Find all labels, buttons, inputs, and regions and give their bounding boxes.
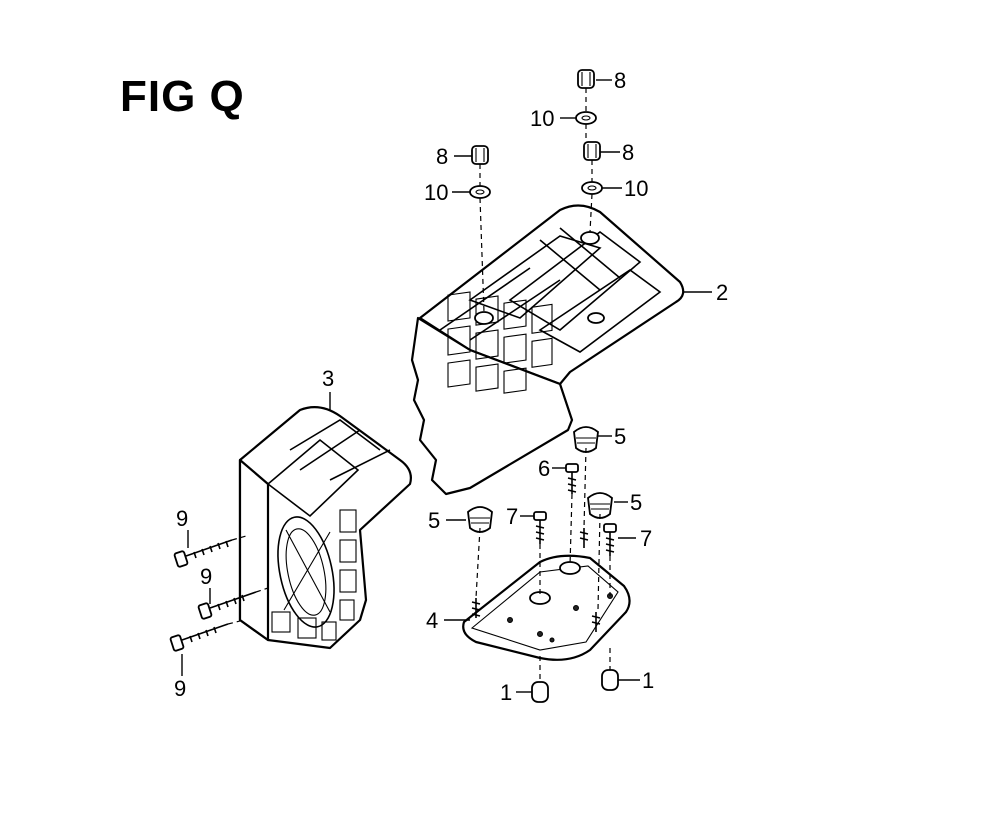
support-block-part-3 (238, 405, 412, 650)
callout-10-a: 10 (530, 106, 554, 131)
callout-1-b: 1 (642, 668, 654, 693)
stud-center (579, 528, 589, 548)
figure-title: FIG Q (120, 72, 245, 121)
callout-8-c: 8 (622, 140, 634, 165)
bolt-part-9-c (169, 623, 229, 652)
callout-4: 4 (426, 608, 438, 633)
stud-left (471, 598, 481, 618)
callout-5-a: 5 (614, 424, 626, 449)
cap-part-1-b (601, 669, 619, 691)
screw-part-6 (565, 463, 579, 494)
bolt-part-9-a (173, 539, 233, 568)
nut-part-8-c (583, 141, 601, 161)
callout-9-a: 9 (176, 506, 188, 531)
cap-part-1-a (531, 681, 549, 703)
screw-part-7-b (603, 523, 617, 556)
callout-9-b: 9 (200, 564, 212, 589)
rubber-mount-part-5-b (587, 492, 613, 519)
rubber-mount-part-5-a (573, 426, 599, 453)
nut-part-8-b (471, 145, 489, 165)
callout-7-b: 7 (640, 526, 652, 551)
washer-part-10-c (581, 181, 603, 195)
callout-7-a: 7 (506, 504, 518, 529)
callout-9-c: 9 (174, 676, 186, 701)
callout-2: 2 (716, 280, 728, 305)
bolt-part-9-b (197, 591, 257, 620)
rubber-mount-part-5-c (467, 506, 493, 533)
callout-8-b: 8 (436, 144, 448, 169)
leader-lines (181, 79, 712, 693)
nut-part-8-a (577, 69, 595, 89)
callout-8-a: 8 (614, 68, 626, 93)
washer-part-10-b (469, 185, 491, 199)
base-plate-part-4 (462, 554, 631, 661)
callout-5-c: 5 (428, 508, 440, 533)
screw-part-7-a (533, 511, 547, 544)
callout-3: 3 (322, 366, 334, 391)
callout-5-b: 5 (630, 490, 642, 515)
stud-right (591, 612, 601, 632)
callout-10-c: 10 (624, 176, 648, 201)
callout-6: 6 (538, 456, 550, 481)
callout-labels: 8 10 8 8 10 10 2 3 5 6 5 5 7 7 4 1 1 9 9… (174, 68, 728, 705)
callout-10-b: 10 (424, 180, 448, 205)
upper-bracket-part-2 (410, 204, 685, 496)
washer-part-10-a (575, 111, 597, 125)
callout-1-a: 1 (500, 680, 512, 705)
